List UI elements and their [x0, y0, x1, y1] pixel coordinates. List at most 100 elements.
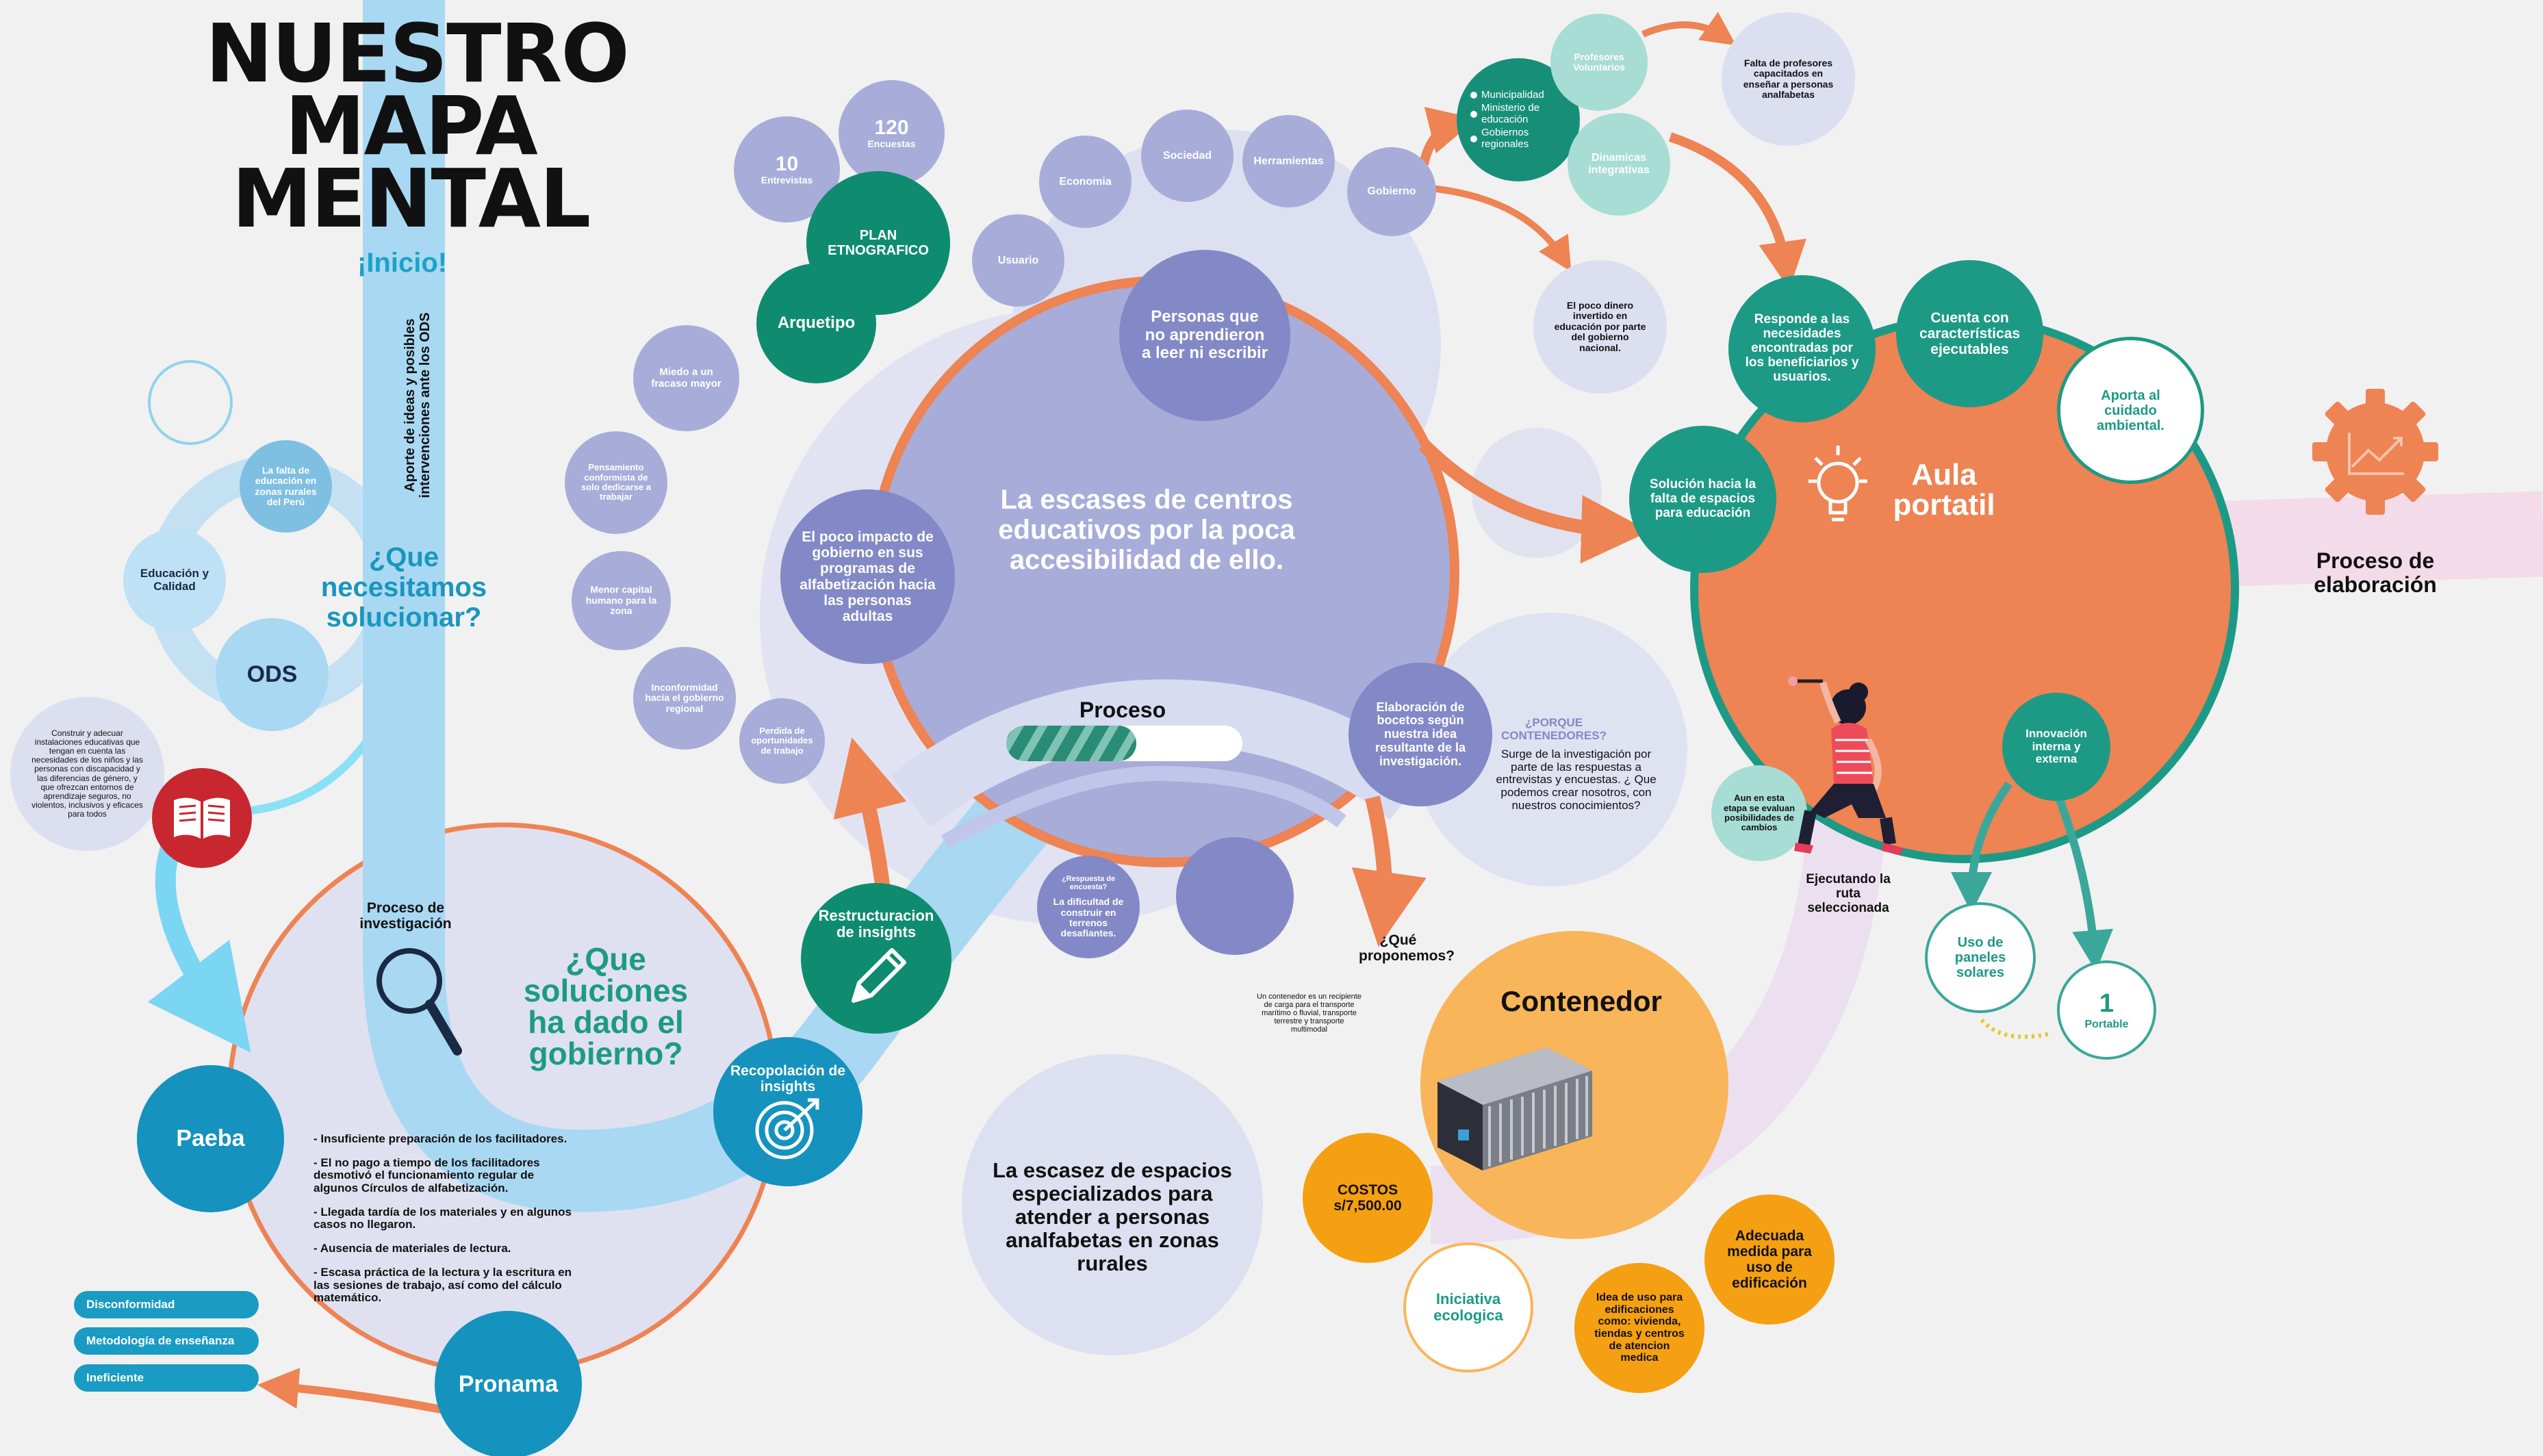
- teal-branch-left: [1951, 781, 2012, 913]
- bottom-center-circle: [962, 1054, 1263, 1355]
- aula-title: Aula portatil: [1893, 458, 1995, 522]
- arrow-to-responde: [1668, 132, 1806, 290]
- title-line-2: MAPA: [285, 79, 538, 174]
- lightbulb-icon: [1800, 442, 1876, 537]
- dinamicas-bubble: Dinamicas integrativas: [1568, 113, 1670, 216]
- pronama-bubble[interactable]: Pronama: [435, 1311, 582, 1456]
- main-problem-text: La escases de centros educativos por la …: [998, 485, 1295, 575]
- proceso-label: Proceso: [1079, 698, 1166, 722]
- arrow-to-proponemos: [1351, 795, 1427, 947]
- pencil-icon: [852, 948, 906, 1004]
- gov-question: ¿Que soluciones ha dado el gobierno?: [523, 941, 689, 1071]
- miedo-bubble: Miedo a un fracaso mayor: [633, 325, 739, 431]
- teal-branch-right: [2049, 782, 2114, 971]
- gov-list-item-2: Ministerio de educación: [1470, 103, 1566, 125]
- respuesta-body: La dificultad de construir en terrenos d…: [1053, 896, 1124, 939]
- arrow-to-aula: [1418, 439, 1650, 564]
- arquetipo-bubble: Arquetipo: [756, 264, 876, 383]
- innovacion-bubble: Innovación interna y externa: [2002, 693, 2110, 801]
- title-line-3: MENTAL: [231, 151, 591, 246]
- yellow-dotted-curve: [1980, 1018, 2051, 1039]
- encuestas-bubble: 120 Encuestas: [839, 80, 945, 186]
- empty-outline-circle: [148, 360, 233, 445]
- restructuracion-bubble: Restructuracion de insights: [801, 883, 951, 1034]
- arrow-voluntarios: [1641, 12, 1737, 46]
- paneles-bubble: Uso de paneles solares: [1925, 902, 2036, 1013]
- gov-list-item-3: Gobiernos regionales: [1470, 127, 1566, 150]
- tag-ineficiente[interactable]: Ineficiente: [74, 1364, 259, 1392]
- gov-list: Municipalidad Ministerio de educación Go…: [1470, 88, 1566, 153]
- tag-disconformidad[interactable]: Disconformidad: [74, 1291, 259, 1318]
- profesores-bubble: Profesores Voluntarios: [1550, 14, 1648, 111]
- herramientas-bubble: Herramientas: [1242, 115, 1335, 207]
- gov-bullets: - Insuficiente preparación de los facili…: [314, 1132, 574, 1316]
- encuestas-label: Encuestas: [867, 138, 916, 150]
- container-icon: [1431, 1027, 1595, 1177]
- start-label: ¡Inicio!: [357, 248, 448, 278]
- title-line-1: NUESTRO: [205, 6, 630, 101]
- process-arc-inner: [941, 765, 1346, 849]
- inconformidad-bubble: Inconformidad hacia el gobierno regional: [633, 647, 736, 750]
- entrevistas-label: Entrevistas: [761, 175, 813, 186]
- gobierno-bubble: Gobierno: [1347, 147, 1436, 236]
- sociedad-bubble: Sociedad: [1141, 110, 1234, 202]
- contenedor-definicion: Un contenedor es un recipiente de carga …: [1257, 993, 1362, 1034]
- aun-bubble: Aun en esta etapa se evaluan posibilidad…: [1711, 765, 1807, 861]
- vertical-note: Aporte de ideas y posibles intervencione…: [402, 312, 433, 498]
- porque-halo: [1414, 613, 1687, 886]
- need-question: ¿Que necesitamos solucionar?: [320, 542, 487, 633]
- cuenta-bubble: Cuenta con características ejecutables: [1896, 260, 2043, 407]
- paeba-bubble[interactable]: Paeba: [137, 1065, 284, 1212]
- bullet-4: - Ausencia de materiales de lectura.: [314, 1242, 511, 1255]
- proceso-elaboracion-label: Proceso de elaboración: [2314, 548, 2437, 598]
- gov-list-item-1: Municipalidad: [1470, 89, 1566, 101]
- encuestas-number: 120: [874, 116, 909, 140]
- usuario-bubble: Usuario: [972, 214, 1064, 307]
- contenedor-title: Contenedor: [1500, 985, 1662, 1017]
- bullet-3: - Llegada tardía de los materiales y en …: [314, 1205, 572, 1231]
- idea-uso-bubble: Idea de uso para edificaciones como: viv…: [1574, 1263, 1704, 1393]
- gear-chart-icon: [2307, 383, 2444, 520]
- arrow-to-restructuracion: [833, 737, 907, 891]
- bottom-center-text: La escasez de espacios especializados pa…: [993, 1158, 1232, 1276]
- tag-metodologia[interactable]: Metodología de enseñanza: [74, 1327, 259, 1355]
- menor-capital-bubble: Menor capital humano para la zona: [572, 551, 671, 650]
- book-icon: [152, 768, 252, 868]
- portable-label: Portable: [2084, 1018, 2129, 1030]
- porque-body: Surge de la investigación por parte de l…: [1496, 748, 1657, 812]
- recopilacion-label: Recopolación de insights: [730, 1063, 846, 1095]
- ods-bubble: ODS: [216, 618, 329, 731]
- restructuracion-label: Restructuracion de insights: [818, 907, 934, 941]
- poco-dinero-bubble: El poco dinero invertido en educación po…: [1533, 260, 1667, 394]
- perdida-bubble: Perdida de oportunidades de trabajo: [739, 698, 825, 784]
- proceso-progress-bar: [1006, 726, 1242, 761]
- que-proponemos-label: ¿Qué proponemos?: [1359, 932, 1455, 965]
- arrow-gobierno-right: [1430, 185, 1572, 272]
- porque-title: ¿PORQUE CONTENEDORES?: [1501, 716, 1607, 742]
- person-illustration: [1783, 674, 1913, 866]
- proceso-investigacion-label: Proceso de investigación: [359, 900, 452, 932]
- empty-purple-bubble: [1176, 837, 1294, 955]
- page-title: NUESTRO MAPA MENTAL: [205, 6, 630, 246]
- respuesta-title: ¿Respuesta de encuesta?: [1061, 875, 1116, 892]
- adecuada-bubble: Adecuada medida para uso de edificación: [1704, 1195, 1835, 1325]
- recopilacion-bubble: Recopolación de insights: [713, 1037, 862, 1186]
- bullet-1: - Insuficiente preparación de los facili…: [314, 1132, 567, 1145]
- ejecutando-label: Ejecutando la ruta seleccionada: [1806, 872, 1891, 915]
- portable-number: 1: [2099, 988, 2114, 1018]
- target-icon: [755, 1098, 819, 1160]
- pensamiento-bubble: Pensamiento conformista de solo dedicars…: [565, 431, 667, 534]
- portable-bubble: 1 Portable: [2057, 960, 2156, 1060]
- respuesta-bubble: ¿Respuesta de encuesta? La dificultad de…: [1037, 856, 1140, 958]
- bullet-2: - El no pago a tiempo de los facilitador…: [314, 1155, 540, 1195]
- personas-bubble: Personas que no aprendieron a leer ni es…: [1119, 250, 1290, 421]
- iniciativa-bubble: Iniciativa ecologica: [1403, 1242, 1533, 1372]
- proceso-progress-fill: [1006, 726, 1136, 761]
- arrow-gobierno-up: [1419, 107, 1477, 166]
- solucion-bubble: Solución hacia la falta de espacios para…: [1629, 426, 1776, 573]
- construir-note: Construir y adecuar instalaciones educat…: [10, 697, 164, 851]
- aporta-bubble: Aporta al cuidado ambiental.: [2057, 337, 2204, 484]
- arrow-pronama-left: [257, 1368, 446, 1414]
- elaboracion-bubble: Elaboración de bocetos según nuestra ide…: [1349, 663, 1492, 806]
